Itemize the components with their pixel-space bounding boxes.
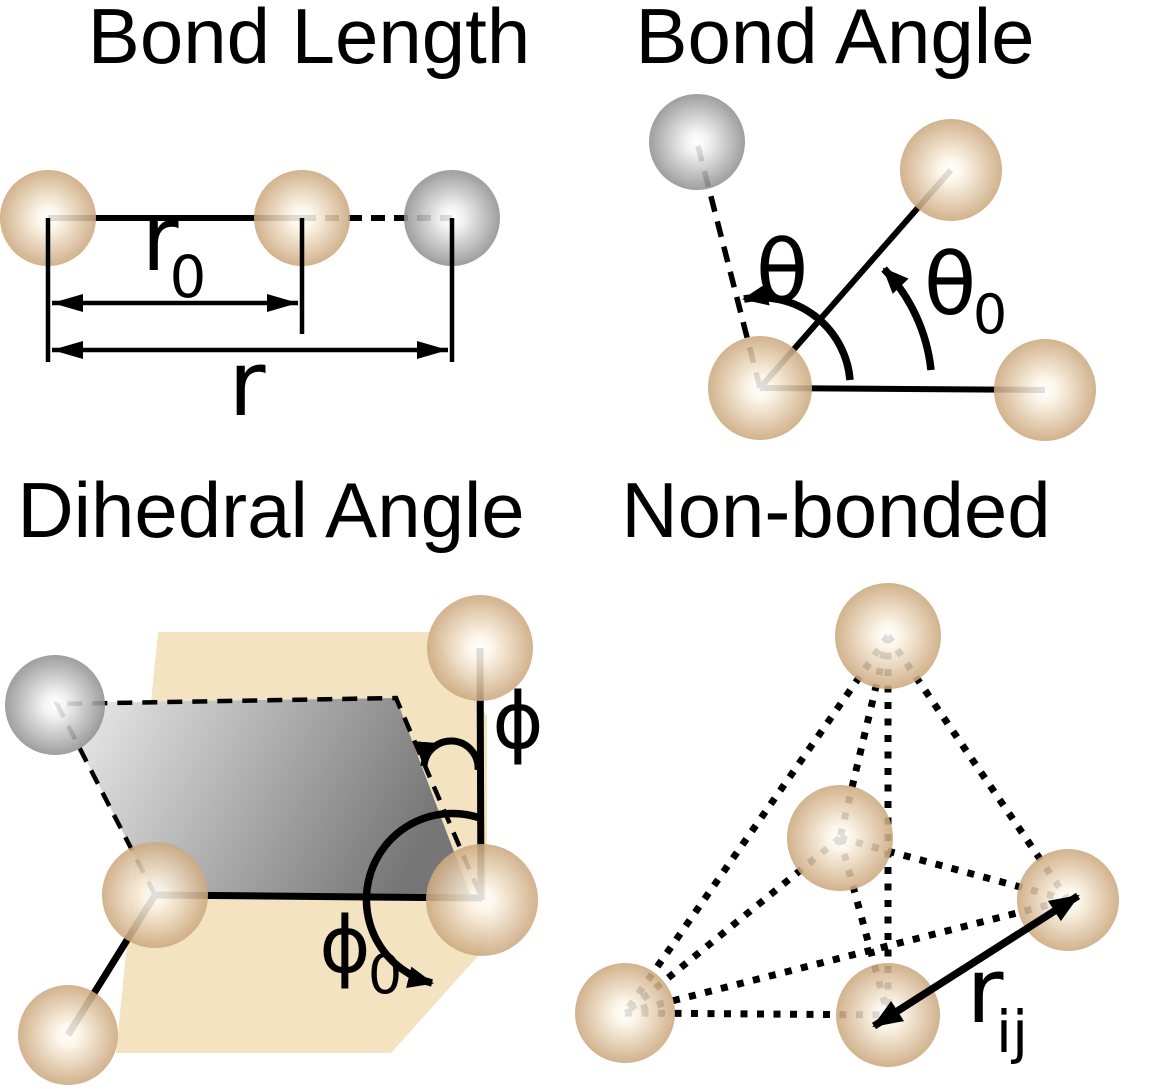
- dotted-interaction-line: [622, 633, 891, 1016]
- rij-distance-arrow: [871, 892, 1081, 1030]
- r0-subscript: 0: [170, 243, 207, 311]
- atom-sphere-tan: [426, 844, 538, 956]
- theta0-arc-arrow: [881, 266, 935, 371]
- atom-sphere-tan: [708, 336, 812, 440]
- dotted-interaction-line: [885, 634, 1071, 902]
- atom-sphere-tan: [900, 119, 1002, 221]
- atom-sphere-tan: [102, 842, 208, 948]
- atom-sphere-tan: [427, 595, 533, 701]
- dihedral-angle-title: Dihedral Angle: [17, 466, 524, 554]
- bond-length-panel: Bond Length r 0 r: [0, 0, 530, 437]
- bond-length-title: Bond Length: [88, 0, 530, 80]
- atom-sphere-gray: [649, 94, 745, 190]
- atom-sphere-tan: [575, 963, 675, 1063]
- theta0-subscript: 0: [973, 283, 1007, 346]
- atom-sphere-tan: [994, 339, 1096, 441]
- theta-arc-arrow: [742, 283, 854, 381]
- dihedral-angle-panel: Dihedral Angle ϕ ϕ 0: [5, 466, 544, 1085]
- non-bonded-panel: Non-bonded r ij: [575, 466, 1119, 1067]
- theta-label: θ: [756, 222, 809, 322]
- phi-arc-arrow: [414, 737, 482, 771]
- atom-sphere-tan: [787, 785, 893, 891]
- phi0-label: ϕ: [319, 901, 370, 991]
- atom-sphere-gray: [5, 655, 105, 755]
- rij-label: r: [966, 939, 1003, 1044]
- r0-label: r: [141, 187, 178, 292]
- plane-dashed-outline: [53, 695, 485, 900]
- r-label: r: [228, 332, 265, 437]
- non-bonded-title: Non-bonded: [621, 466, 1050, 554]
- phi-label: ϕ: [492, 677, 543, 767]
- phi0-arc-arrow: [362, 809, 482, 988]
- phi0-subscript: 0: [368, 943, 402, 1006]
- atom-sphere-tan: [835, 583, 941, 689]
- atom-sphere-tan: [18, 985, 118, 1085]
- rij-subscript: ij: [996, 998, 1028, 1066]
- theta0-label: θ: [924, 235, 977, 335]
- bond-angle-title: Bond Angle: [635, 0, 1034, 80]
- bond-angle-panel: Bond Angle θ θ 0: [635, 0, 1096, 441]
